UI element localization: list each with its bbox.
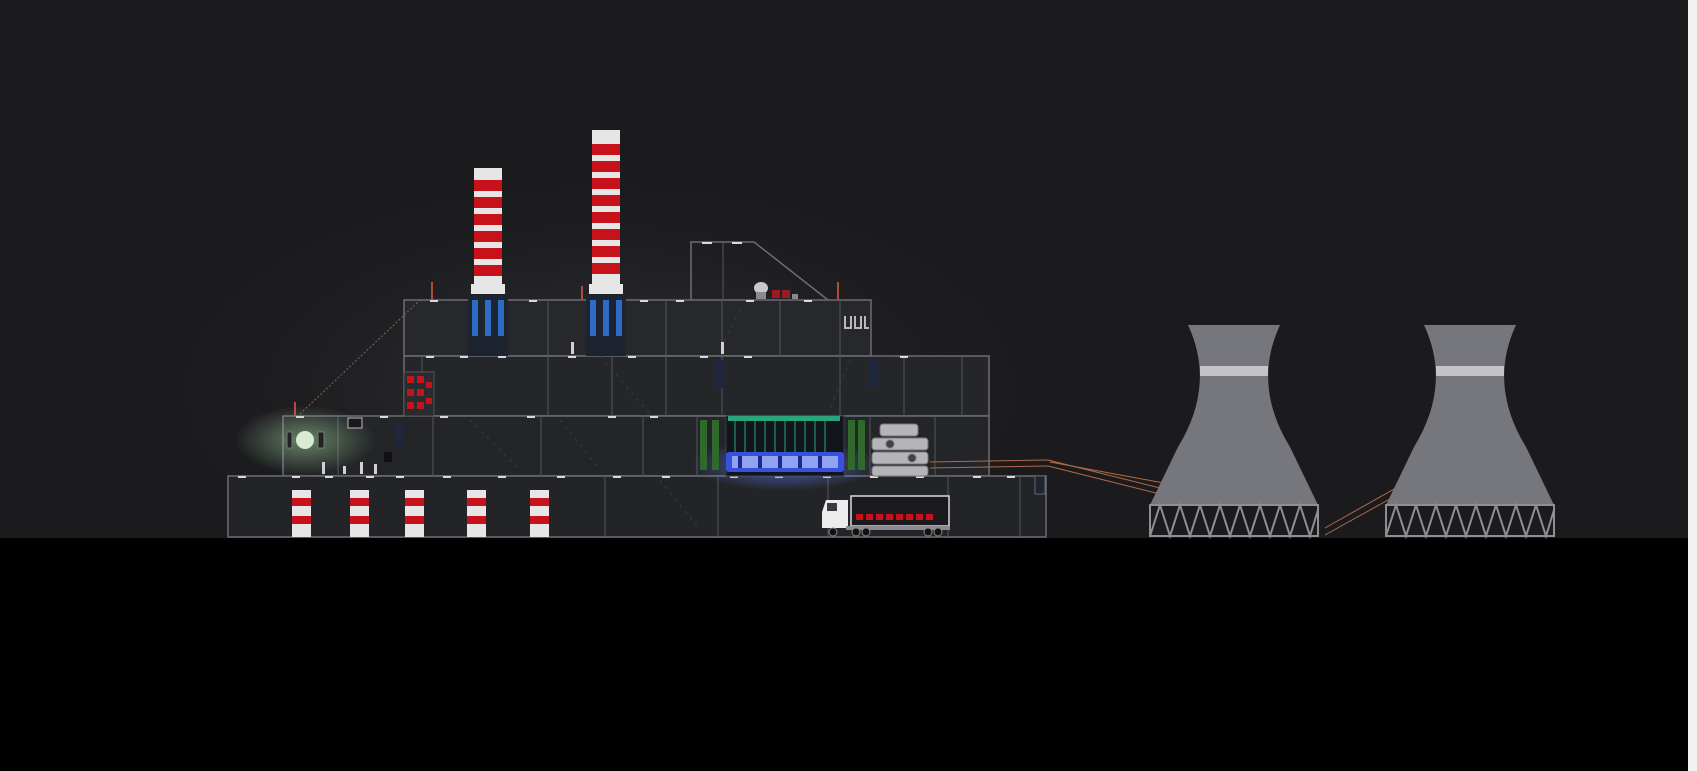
cooling-tower-left[interactable] bbox=[1149, 325, 1319, 540]
wall-panel-right bbox=[870, 360, 878, 388]
semi-truck[interactable] bbox=[822, 495, 950, 537]
rooftop-control-room bbox=[690, 241, 829, 301]
ground bbox=[0, 538, 1697, 771]
pillar-4[interactable] bbox=[467, 490, 486, 537]
rooftop-dish[interactable] bbox=[754, 282, 798, 299]
smokestack-left[interactable] bbox=[468, 168, 508, 356]
generator-core[interactable] bbox=[725, 415, 845, 477]
viewport-edge-strip bbox=[1688, 0, 1697, 771]
truck-trailer[interactable] bbox=[850, 495, 950, 527]
pillar-2[interactable] bbox=[350, 490, 369, 537]
control-panels[interactable] bbox=[700, 420, 865, 470]
pillar-1[interactable] bbox=[292, 490, 311, 537]
generator-light[interactable] bbox=[286, 417, 403, 462]
pipe-fittings bbox=[844, 316, 869, 329]
smokestack-right[interactable] bbox=[586, 130, 626, 356]
support-cable bbox=[299, 299, 421, 415]
floor-second bbox=[403, 355, 990, 417]
turbine-fans[interactable] bbox=[871, 423, 929, 477]
pillar-3[interactable] bbox=[405, 490, 424, 537]
striped-pillars[interactable] bbox=[292, 490, 549, 537]
stairs bbox=[469, 309, 851, 531]
wall-panel bbox=[716, 360, 724, 388]
truck-wheels bbox=[828, 527, 943, 537]
junction-box[interactable] bbox=[1034, 475, 1046, 495]
trailer-cargo bbox=[856, 514, 933, 520]
ceiling-lights bbox=[238, 300, 1015, 478]
valve-rack[interactable] bbox=[403, 371, 435, 417]
cooling-tower-right[interactable] bbox=[1385, 325, 1555, 540]
workers[interactable] bbox=[322, 342, 724, 474]
pillar-5[interactable] bbox=[530, 490, 549, 537]
